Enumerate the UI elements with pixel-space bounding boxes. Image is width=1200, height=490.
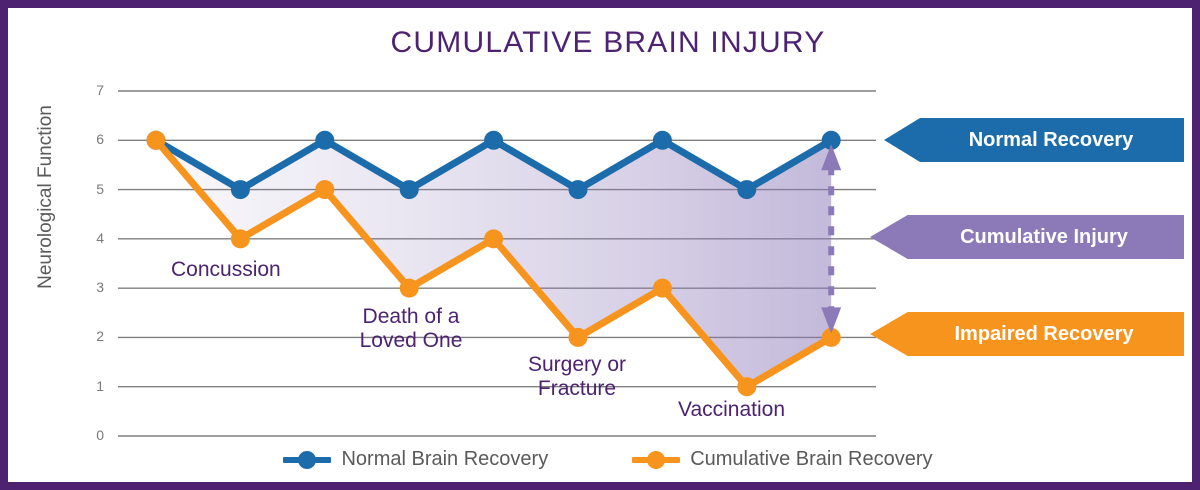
y-tick-label-0: 0 (96, 427, 104, 443)
cumulative-recovery-point (399, 278, 419, 298)
cumulative-injury-gap-arrow (821, 144, 842, 334)
callout-label: Normal Recovery (968, 128, 1134, 151)
normal-recovery-point (484, 130, 504, 150)
annotation-concussion: Concussion (171, 258, 281, 281)
cumulative-injury-area (156, 140, 832, 387)
callout-normal-recovery: Normal Recovery (884, 118, 1184, 162)
legend-item-normal-brain-recovery: Normal Brain Recovery (283, 448, 548, 471)
normal-recovery-point (230, 180, 250, 200)
callout-label: Impaired Recovery (954, 322, 1134, 345)
cumulative-recovery-points (146, 130, 841, 397)
normal-recovery-point (652, 130, 672, 150)
callout-cumulative-injury: Cumulative Injury (870, 215, 1184, 259)
normal-recovery-point (568, 180, 588, 200)
legend-marker-line-icon (283, 450, 332, 469)
cumulative-recovery-point (484, 229, 504, 249)
y-tick-label-6: 6 (96, 131, 104, 148)
y-tick-label-7: 7 (96, 82, 104, 98)
legend-label: Cumulative Brain Recovery (690, 448, 933, 470)
legend-item-cumulative-brain-recovery: Cumulative Brain Recovery (632, 448, 933, 471)
y-tick-label-5: 5 (96, 180, 104, 197)
y-tick-label-3: 3 (96, 279, 104, 296)
legend-marker-line-icon (632, 450, 681, 469)
cumulative-recovery-point (230, 229, 250, 249)
y-tick-label-2: 2 (96, 328, 104, 345)
annotation-surgery-or-fracture: Surgery or Fracture (527, 353, 627, 400)
y-tick-label-1: 1 (96, 377, 104, 394)
normal-recovery-point (821, 130, 841, 150)
legend-label: Normal Brain Recovery (341, 448, 549, 470)
y-tick-label-4: 4 (96, 229, 104, 246)
cumulative-recovery-point (821, 327, 841, 347)
cumulative-recovery-point (652, 278, 672, 298)
page-title: CUMULATIVE BRAIN INJURY (390, 26, 826, 59)
cumulative-recovery-point (737, 377, 757, 397)
annotation-death-of-a-loved-one: Death of a Loved One (359, 305, 463, 352)
chart-legend: Normal Brain Recovery Cumulative Brain R… (8, 448, 1192, 471)
callout-label: Cumulative Injury (960, 225, 1128, 248)
gap-arrow-head-down (821, 307, 842, 334)
normal-recovery-point (737, 180, 757, 200)
normal-recovery-point (399, 180, 419, 200)
annotation-vaccination: Vaccination (678, 398, 786, 421)
cumulative-recovery-point (315, 180, 335, 200)
normal-recovery-point (315, 130, 335, 150)
callout-impaired-recovery: Impaired Recovery (870, 312, 1184, 356)
gap-arrow-head-up (821, 144, 842, 171)
cumulative-recovery-point (146, 130, 166, 150)
chart-plot-area (118, 90, 876, 437)
cumulative-recovery-point (568, 327, 588, 347)
